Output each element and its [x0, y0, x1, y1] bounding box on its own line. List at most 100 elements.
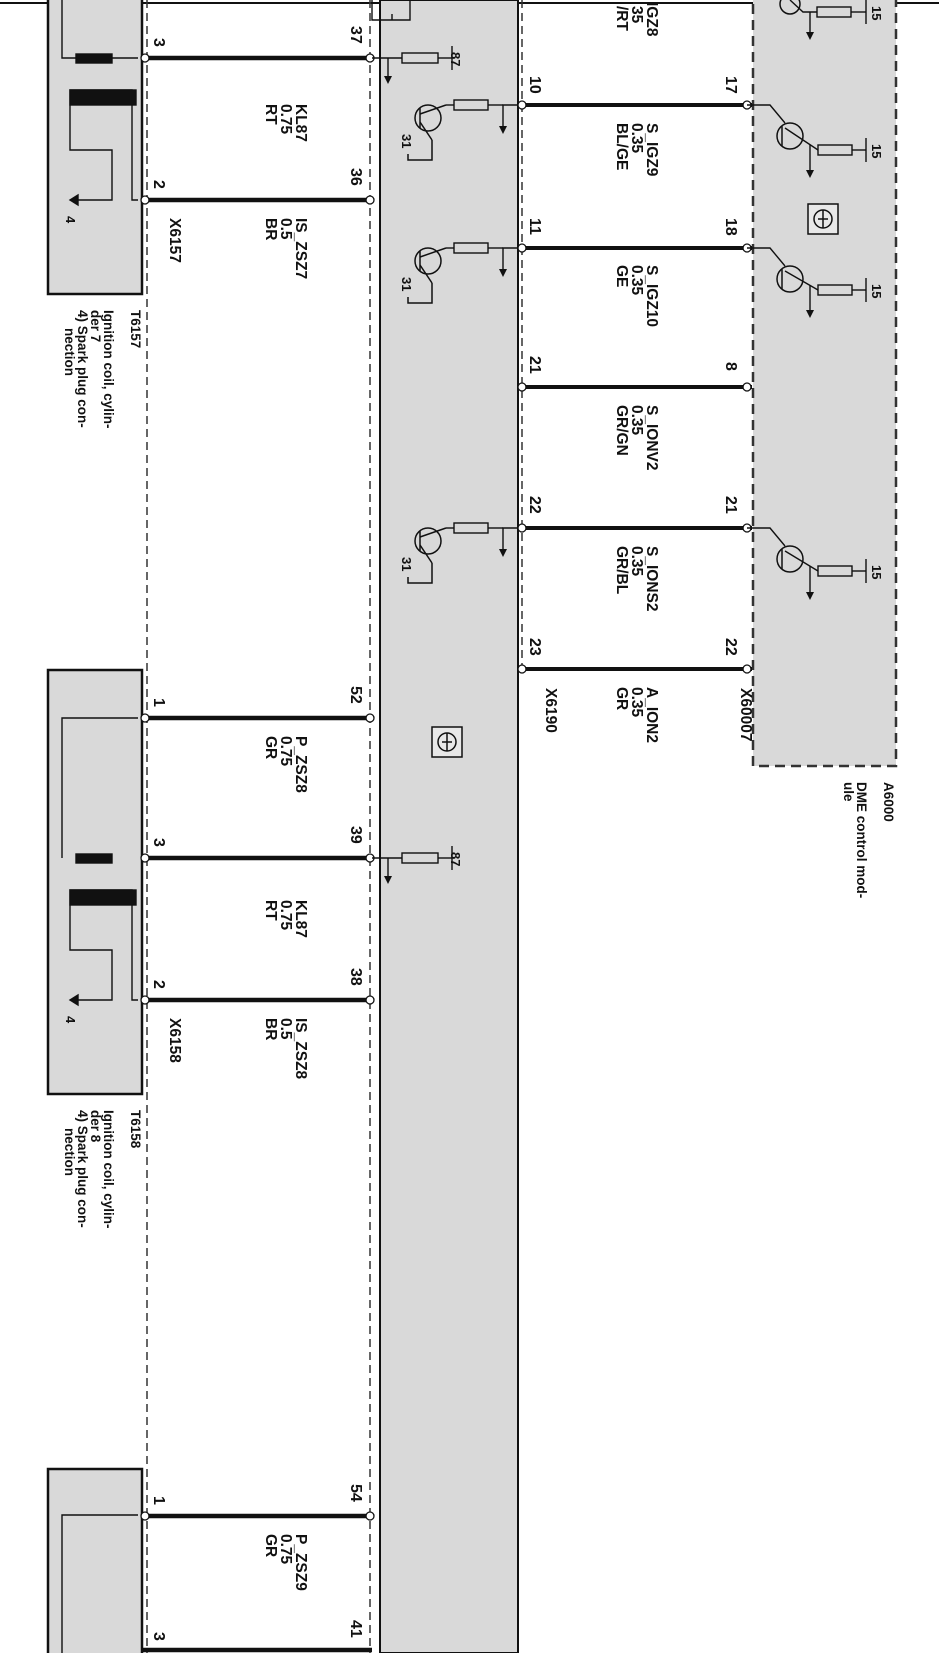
wire-label-IS_ZSZ7: IS_ZSZ7 0.5 BR	[262, 218, 309, 279]
wire-label-line: GR	[613, 687, 630, 710]
pin-coil-3c: 3	[150, 1632, 167, 1641]
pin-ecu-36: 36	[347, 168, 364, 186]
module-symbol-right-icon	[807, 203, 839, 235]
wire-label-S_IGZ9: S_IGZ9 0.35 BL/GE	[613, 123, 660, 177]
wire-label-line: KL87	[292, 900, 309, 938]
wire-label-line: 0.5	[277, 218, 294, 240]
coil-box-T6158	[46, 668, 144, 1096]
pin-right-17: 17	[722, 76, 739, 94]
wire-label-line: IS_ZSZ8	[292, 1018, 309, 1080]
coil-2-desc-line: 4) Spark plug con-	[75, 1110, 90, 1228]
ground-31-row2: 31	[399, 277, 414, 291]
wire-label-line: 0.75	[277, 104, 294, 135]
coil-2-desc-line: Ignition coil, cylin-	[101, 1110, 116, 1229]
pin-right-21: 21	[722, 496, 739, 514]
wire-label-line: IS_ZSZ7	[292, 218, 309, 279]
wire-label-line: GR	[262, 1534, 279, 1557]
module-desc-line: ule	[841, 782, 856, 802]
pin-coil-2a: 2	[150, 180, 167, 189]
wire-label-line: 0.35	[628, 123, 645, 154]
pin-ecu-54: 54	[347, 1484, 364, 1502]
module-description: A6000 DME control mod- ule	[841, 782, 896, 898]
module-symbol-icon	[431, 726, 463, 758]
pin-ecu-37: 37	[347, 26, 364, 44]
connector-label-X6190: X6190	[542, 688, 559, 733]
wire-label-line: S_IGZ10	[643, 265, 660, 327]
wire-label-line: RT	[262, 900, 279, 921]
wire-label-S_IGZ10: S_IGZ10 0.35 GE	[613, 265, 660, 327]
wire-label-line: /RT	[613, 6, 630, 32]
coil-1-internal	[61, 0, 138, 207]
connector-label-X6157: X6157	[166, 218, 183, 263]
coil-2-desc-line: nection	[62, 1128, 77, 1176]
pin-left-23: 23	[526, 638, 543, 656]
coil-1-desc-line: der 7	[88, 310, 103, 342]
wire-label-A_ION2: A_ION2 0.35 GR	[613, 687, 660, 743]
transistor-left-1	[407, 104, 447, 161]
coil-box-T6157	[46, 0, 144, 296]
pin-left-10: 10	[526, 76, 543, 94]
wire-label-line: BL/GE	[613, 123, 630, 170]
ecu-circuit-left	[371, 0, 518, 876]
wire-label-line: GR/GN	[613, 405, 630, 456]
ecu-arrows-left	[384, 76, 507, 884]
coil-3-internal	[61, 1514, 138, 1653]
wire-label-IS_ZSZ8: IS_ZSZ8 0.5 BR	[262, 1018, 309, 1080]
supply-15-row17: 15	[869, 144, 884, 158]
wire-label-KL87-1: KL87 0.75 RT	[262, 104, 309, 142]
supply-15-row21: 15	[869, 565, 884, 579]
right-wires	[518, 103, 752, 671]
wire-label-line: 0.35	[628, 687, 645, 718]
wire-label-P_ZSZ9: P_ZSZ9 0.75 GR	[262, 1534, 309, 1591]
wire-label-line: 0.75	[277, 1534, 294, 1565]
coil-1-desc-line: Ignition coil, cylin-	[101, 310, 116, 429]
ecu-arrows-right	[806, 32, 814, 600]
pin-ecu-41: 41	[347, 1620, 364, 1638]
pin-coil-3a: 3	[150, 38, 167, 47]
ground-31-row3: 31	[399, 557, 414, 571]
ground-31-row1: 31	[399, 134, 414, 148]
coil-1-desc-line: nection	[62, 328, 77, 376]
supply-87-row2: 87	[448, 852, 463, 866]
transistor-left-2	[407, 247, 447, 304]
supply-15-top: 15	[869, 6, 884, 20]
pin-right-18: 18	[722, 218, 739, 236]
coil-2-internal	[61, 717, 138, 1007]
pin-numbers-right: 10 11 21 22 23 17 18 8 21 22	[526, 76, 739, 656]
wire-label-P_ZSZ8: P_ZSZ8 0.75 GR	[262, 736, 309, 793]
pin-coil-2b: 2	[150, 980, 167, 989]
pin-left-11: 11	[526, 218, 543, 235]
coil-2-desc-line: der 8	[88, 1110, 103, 1143]
wire-label-line: 0.75	[277, 900, 294, 931]
wire-label-line: S_IONS2	[643, 546, 660, 611]
coil-2-ground-num: 4	[63, 1016, 78, 1024]
wire-label-line: A_ION2	[643, 687, 660, 743]
supply-87-row1: 87	[448, 52, 463, 66]
pin-numbers-ecu: 37 36 52 39 38 54 41	[347, 26, 364, 1638]
pin-right-22: 22	[722, 638, 739, 656]
wire-label-KL87-2: KL87 0.75 RT	[262, 900, 309, 938]
wire-label-line: 0.35	[628, 546, 645, 577]
wire-label-line: S_IGZ9	[643, 123, 660, 177]
pin-ecu-39: 39	[347, 826, 364, 844]
pin-coil-1b: 1	[150, 698, 167, 707]
pin-coil-1c: 1	[150, 1496, 167, 1505]
transistor-left-3	[407, 527, 447, 584]
coil-2-id: T6158	[128, 1110, 143, 1149]
wire-label-line: 0.75	[277, 736, 294, 767]
coil-box-T6159	[46, 1467, 144, 1653]
wire-label-line: 0.35	[628, 265, 645, 296]
module-desc-line: DME control mod-	[854, 782, 869, 898]
pin-left-22: 22	[526, 496, 543, 514]
connector-label-X6158: X6158	[166, 1018, 183, 1063]
pin-right-8: 8	[722, 362, 739, 371]
wire-label-top-partial: IGZ8 35 /RT	[613, 2, 660, 37]
connector-label-X60007: X60007	[737, 688, 754, 741]
wire-label-S_IONV2: S_IONV2 0.35 GR/GN	[613, 405, 660, 470]
pin-ecu-38: 38	[347, 968, 364, 986]
coil-1-ground-num: 4	[63, 216, 78, 224]
wire-label-line: P_ZSZ9	[292, 1534, 309, 1591]
wire-label-line: RT	[262, 104, 279, 125]
ecu-circuit-right	[747, 0, 867, 592]
